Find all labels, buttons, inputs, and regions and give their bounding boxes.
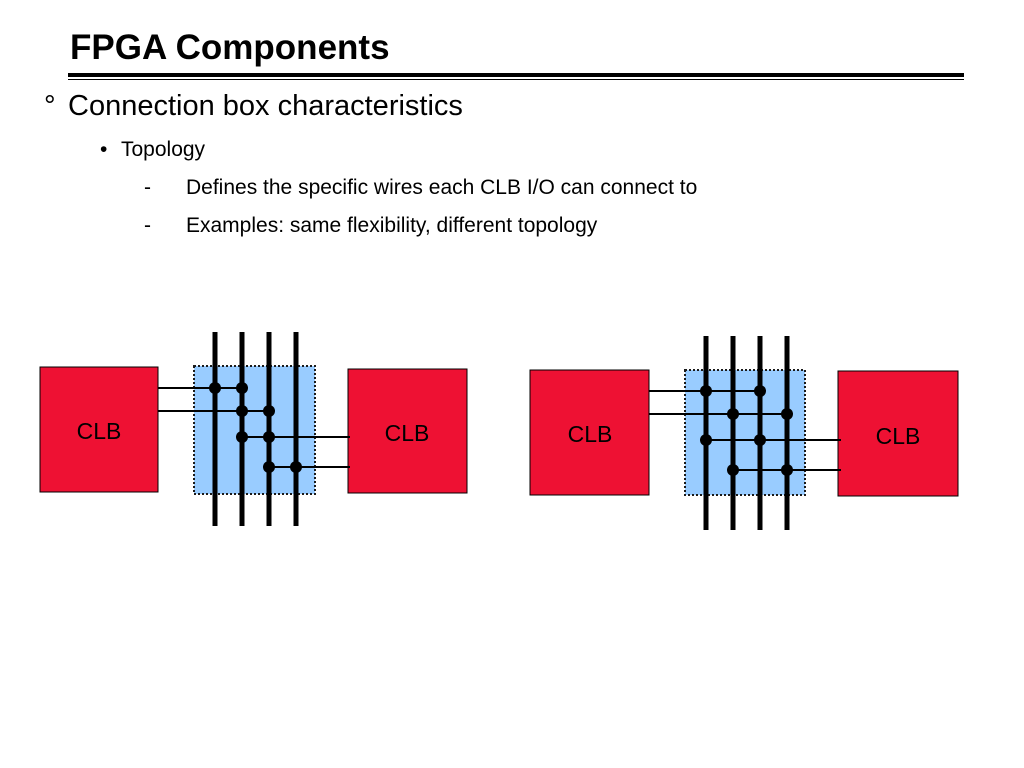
connection-point (236, 431, 248, 443)
slide-title: FPGA Components (70, 28, 390, 67)
dash-bullet-marker: - (144, 176, 151, 199)
title-underline-thick (68, 73, 964, 77)
connection-point (263, 461, 275, 473)
clb-block-left (529, 369, 650, 496)
bullet-level-3-item: - Defines the specific wires each CLB I/O… (144, 174, 697, 202)
connection-point (236, 382, 248, 394)
connection-point (236, 405, 248, 417)
connection-point (781, 464, 793, 476)
bullet-level-2: • Topology (100, 136, 205, 164)
connection-point (727, 408, 739, 420)
clb-label-left: CLB (77, 418, 122, 444)
degree-bullet-marker: ° (44, 90, 56, 122)
connection-point (754, 434, 766, 446)
clb-block-right (837, 370, 959, 497)
bullet-level-3-item: - Examples: same flexibility, different t… (144, 212, 597, 240)
connection-point (754, 385, 766, 397)
connection-point (263, 431, 275, 443)
point-text: Defines the specific wires each CLB I/O … (186, 176, 698, 199)
point-text: Examples: same flexibility, different to… (186, 214, 598, 237)
diagram-right: CLB CLB (529, 336, 959, 530)
connection-point (209, 382, 221, 394)
dot-bullet-marker: • (100, 138, 108, 161)
heading-text: Connection box characteristics (68, 90, 463, 122)
connection-point (700, 385, 712, 397)
connection-point (700, 434, 712, 446)
subheading-text: Topology (121, 138, 206, 161)
diagram-left: CLB CLB (39, 332, 468, 526)
connection-point (290, 461, 302, 473)
clb-label-right: CLB (876, 423, 921, 449)
connection-point (727, 464, 739, 476)
clb-label-right: CLB (385, 420, 430, 446)
clb-block-right (347, 368, 468, 494)
connection-point (781, 408, 793, 420)
clb-block-left (39, 366, 159, 493)
dash-bullet-marker: - (144, 214, 151, 237)
title-underline-thin (68, 79, 964, 80)
clb-label-left: CLB (568, 421, 613, 447)
bullet-level-1: ° Connection box characteristics (44, 88, 463, 124)
connection-point (263, 405, 275, 417)
